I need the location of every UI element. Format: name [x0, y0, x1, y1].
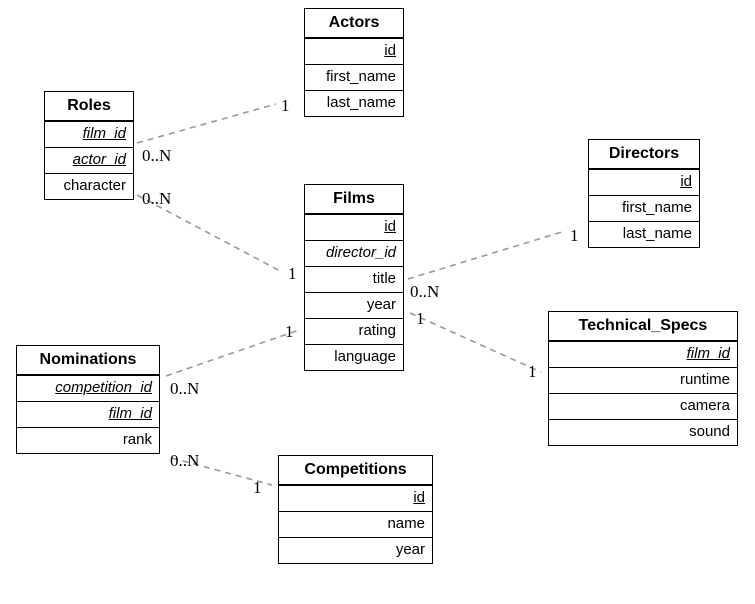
attribute-directors-id[interactable]: id — [589, 170, 699, 196]
relationship-line-roles-actors — [136, 103, 277, 144]
attribute-actors-last_name[interactable]: last_name — [305, 91, 403, 117]
cardinality-nominations-competitions-from: 0..N — [170, 451, 200, 470]
entity-roles[interactable]: Roles film_id actor_id character — [44, 91, 134, 200]
attribute-directors-last_name[interactable]: last_name — [589, 222, 699, 248]
attribute-technical_specs-camera[interactable]: camera — [549, 394, 737, 420]
attribute-label: runtime — [679, 371, 730, 388]
attribute-actors-first_name[interactable]: first_name — [305, 65, 403, 91]
relationship-line-films-technical_specs — [409, 312, 542, 373]
cardinality-nominations-films-from: 0..N — [170, 379, 200, 398]
cardinality-roles-films-from: 0..N — [142, 189, 172, 208]
attribute-technical_specs-runtime[interactable]: runtime — [549, 368, 737, 394]
attribute-label: director_id — [325, 244, 396, 261]
attribute-films-rating[interactable]: rating — [305, 319, 403, 345]
attribute-label: name — [387, 515, 425, 532]
attribute-label: actor_id — [72, 151, 126, 168]
attribute-label: id — [413, 489, 425, 506]
attribute-films-id[interactable]: id — [305, 215, 403, 241]
entity-title-roles: Roles — [45, 92, 133, 122]
cardinality-films-directors-to: 1 — [570, 226, 579, 245]
cardinality-roles-films-to: 1 — [288, 264, 297, 283]
relationship-line-films-directors — [407, 230, 566, 280]
attribute-competitions-name[interactable]: name — [279, 512, 432, 538]
entity-directors[interactable]: Directors id first_name last_name — [588, 139, 700, 248]
attribute-films-year[interactable]: year — [305, 293, 403, 319]
cardinality-roles-actors-from: 0..N — [142, 146, 172, 165]
attribute-label: character — [63, 177, 126, 194]
attribute-label: sound — [689, 423, 730, 440]
relationship-line-nominations-films — [165, 329, 300, 377]
attribute-roles-character[interactable]: character — [45, 174, 133, 200]
attribute-label: year — [395, 541, 425, 558]
attribute-nominations-film_id[interactable]: film_id — [17, 402, 159, 428]
attribute-label: last_name — [622, 225, 692, 242]
attribute-label: rating — [358, 322, 396, 339]
attribute-label: language — [334, 348, 396, 365]
attribute-films-title[interactable]: title — [305, 267, 403, 293]
attribute-label: last_name — [326, 94, 396, 111]
attribute-label: first_name — [621, 199, 692, 216]
attribute-nominations-competition_id[interactable]: competition_id — [17, 376, 159, 402]
cardinality-films-technical_specs-to: 1 — [528, 362, 537, 381]
entity-title-competitions: Competitions — [279, 456, 432, 486]
attribute-nominations-rank[interactable]: rank — [17, 428, 159, 454]
entity-title-actors: Actors — [305, 9, 403, 39]
entity-title-nominations: Nominations — [17, 346, 159, 376]
attribute-films-director_id[interactable]: director_id — [305, 241, 403, 267]
attribute-technical_specs-film_id[interactable]: film_id — [549, 342, 737, 368]
attribute-technical_specs-sound[interactable]: sound — [549, 420, 737, 446]
attribute-label: id — [680, 173, 692, 190]
cardinality-nominations-competitions-to: 1 — [253, 478, 262, 497]
entity-competitions[interactable]: Competitions id name year — [278, 455, 433, 564]
attribute-competitions-year[interactable]: year — [279, 538, 432, 564]
attribute-label: competition_id — [55, 379, 152, 396]
attribute-label: film_id — [82, 125, 126, 142]
attribute-films-language[interactable]: language — [305, 345, 403, 371]
cardinality-films-directors-from: 0..N — [410, 282, 440, 301]
entity-title-films: Films — [305, 185, 403, 215]
attribute-roles-film_id[interactable]: film_id — [45, 122, 133, 148]
attribute-label: first_name — [325, 68, 396, 85]
attribute-label: id — [384, 218, 396, 235]
attribute-label: title — [372, 270, 396, 287]
attribute-label: id — [384, 42, 396, 59]
cardinality-films-technical_specs-from: 1 — [416, 309, 425, 328]
cardinality-roles-actors-to: 1 — [281, 96, 290, 115]
entity-title-technical_specs: Technical_Specs — [549, 312, 737, 342]
entity-actors[interactable]: Actors id first_name last_name — [304, 8, 404, 117]
attribute-label: camera — [679, 397, 730, 414]
attribute-actors-id[interactable]: id — [305, 39, 403, 65]
entity-title-directors: Directors — [589, 140, 699, 170]
attribute-label: film_id — [108, 405, 152, 422]
attribute-label: rank — [122, 431, 152, 448]
cardinality-nominations-films-to: 1 — [285, 322, 294, 341]
attribute-label: film_id — [686, 345, 730, 362]
attribute-directors-first_name[interactable]: first_name — [589, 196, 699, 222]
attribute-competitions-id[interactable]: id — [279, 486, 432, 512]
attribute-label: year — [366, 296, 396, 313]
attribute-roles-actor_id[interactable]: actor_id — [45, 148, 133, 174]
